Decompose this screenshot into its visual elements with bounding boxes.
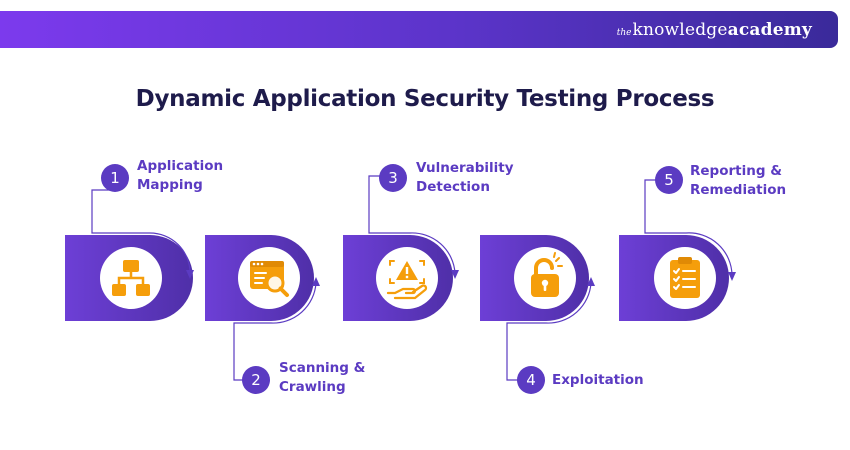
stage-icon-circle-2 (238, 247, 300, 309)
step-label-4: Exploitation (552, 372, 644, 388)
warning-hand-icon (386, 260, 428, 300)
step-number-1: 1 (101, 164, 129, 192)
arrowhead-2 (312, 277, 320, 286)
step-label-1: Application Mapping (137, 158, 224, 193)
connector-2 (233, 282, 317, 381)
step-label-3: Vulnerability Detection (416, 160, 514, 195)
step-number-3: 3 (379, 164, 407, 192)
brand-logo: theknowledgeacademy (616, 20, 812, 40)
connector-3 (368, 175, 456, 274)
sitemap-icon (112, 260, 150, 296)
connector-1 (91, 189, 191, 274)
arrowhead-3 (451, 270, 459, 279)
checklist-clipboard-icon (670, 257, 700, 298)
stage-icon-circle-4 (514, 247, 576, 309)
browser-search-icon (250, 261, 289, 297)
arrowhead-1 (186, 270, 194, 279)
step-number-4: 4 (517, 366, 545, 394)
step-label-2: Scanning & Crawling (279, 360, 366, 395)
step-number-5: 5 (655, 166, 683, 194)
stage-icon-circle-1 (100, 247, 162, 309)
unlocked-padlock-icon (531, 252, 563, 297)
connector-5 (644, 179, 733, 276)
step-number-2: 2 (242, 366, 270, 394)
arrowhead-4 (587, 277, 595, 286)
stage-icon-circle-5 (654, 247, 716, 309)
page-title: Dynamic Application Security Testing Pro… (135, 86, 715, 112)
header-bar: theknowledgeacademy (0, 11, 838, 48)
step-label-5: Reporting & Remediation (690, 163, 787, 198)
arrowhead-5 (728, 272, 736, 281)
connector-4 (506, 282, 592, 381)
stage-icon-circle-3 (376, 247, 438, 309)
